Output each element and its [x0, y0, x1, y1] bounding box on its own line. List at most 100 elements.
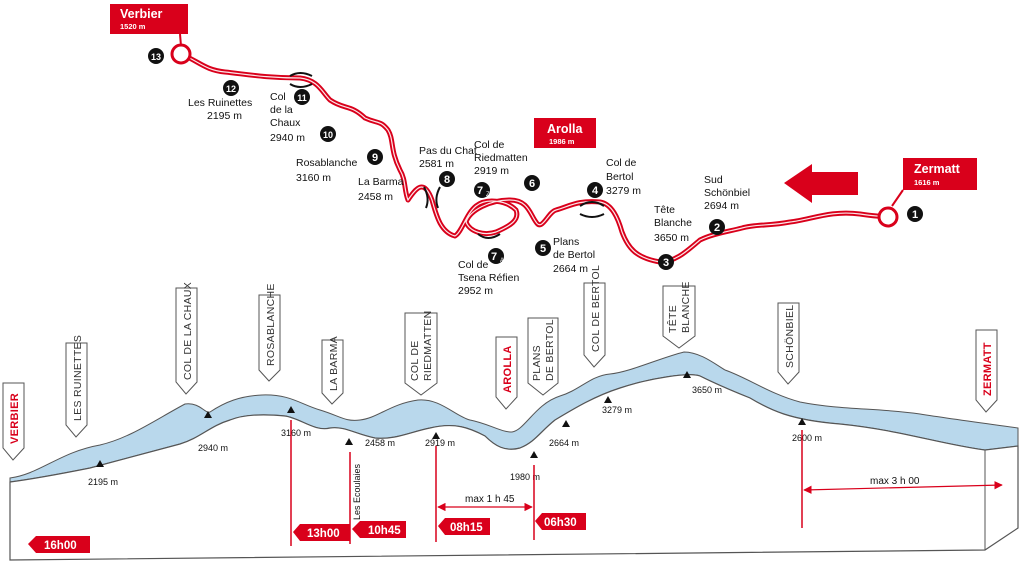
summit-marker-icon [798, 418, 806, 425]
town-alt-zermatt: 1616 m [914, 178, 940, 187]
stage-marker-10: 10 [320, 126, 336, 142]
duration-1: max 1 h 45 [437, 494, 533, 512]
stage-marker-6: 6 [524, 175, 540, 191]
svg-text:DE BERTOL: DE BERTOL [544, 319, 556, 381]
svg-text:3279 m: 3279 m [606, 185, 641, 197]
svg-text:2195 m: 2195 m [88, 477, 118, 487]
stage-marker-1: 1 [907, 206, 923, 222]
svg-text:7: 7 [491, 251, 497, 263]
svg-text:A: A [500, 258, 504, 264]
svg-text:2919 m: 2919 m [474, 165, 509, 177]
town-name-arolla: Arolla [547, 122, 583, 136]
svg-text:3160 m: 3160 m [281, 428, 311, 438]
svg-text:COL DE LA CHAUX: COL DE LA CHAUX [182, 282, 194, 380]
svg-text:Blanche: Blanche [654, 217, 692, 229]
profile-summits: 2195 m 2940 m 3160 m 2458 m 2919 m 1980 … [88, 371, 822, 487]
label-rosablanche: Rosablanche [296, 157, 357, 169]
svg-text:2: 2 [714, 222, 720, 234]
svg-text:3: 3 [663, 257, 669, 269]
label-tete: Tête [654, 204, 675, 216]
time-flag-08h15: 08h15 [438, 518, 490, 535]
svg-text:TÊTE: TÊTE [666, 305, 679, 333]
label-bertol: Col de [606, 157, 637, 169]
svg-text:2664 m: 2664 m [549, 438, 579, 448]
time-flag-16h00: 16h00 [28, 536, 90, 553]
svg-text:2952 m: 2952 m [458, 285, 493, 297]
svg-text:6: 6 [529, 178, 535, 190]
svg-text:06h30: 06h30 [544, 517, 577, 529]
label-tsena: Col de [458, 259, 489, 271]
svg-text:SCHÖNBIEL: SCHÖNBIEL [784, 305, 796, 368]
time-flag-06h30: 06h30 [535, 513, 586, 530]
svg-text:Bertol: Bertol [606, 171, 633, 183]
label-ruinettes: Les Ruinettes [188, 97, 252, 109]
zermatt-endpoint [877, 206, 899, 228]
signpost-barma: LA BARMA [321, 336, 344, 405]
svg-text:3650 m: 3650 m [654, 232, 689, 244]
svg-text:3160 m: 3160 m [296, 172, 331, 184]
time-flag-13h00: 13h00 [293, 524, 350, 541]
signpost-tete: TÊTE BLANCHE [662, 281, 696, 349]
svg-text:ZERMATT: ZERMATT [982, 342, 994, 396]
summit-marker-icon [530, 451, 538, 458]
time-flag-10h45: 10h45 [352, 521, 406, 538]
svg-text:16h00: 16h00 [44, 540, 77, 552]
elevation-profile: 2195 m 2940 m 3160 m 2458 m 2919 m 1980 … [2, 265, 1019, 561]
svg-text:RIEDMATTEN: RIEDMATTEN [422, 311, 434, 381]
stage-marker-5: 5 [535, 240, 551, 256]
svg-text:PLANS: PLANS [531, 345, 543, 381]
svg-text:2581 m: 2581 m [419, 158, 454, 170]
svg-text:ROSABLANCHE: ROSABLANCHE [265, 283, 277, 366]
svg-text:max 1 h 45: max 1 h 45 [465, 494, 515, 505]
summit-marker-icon [683, 371, 691, 378]
svg-text:7: 7 [477, 185, 483, 197]
summit-marker-icon [287, 406, 295, 413]
svg-text:1: 1 [912, 209, 918, 221]
label-pas-chat: Pas du Chat [419, 145, 477, 157]
svg-text:13h00: 13h00 [307, 528, 340, 540]
svg-text:13: 13 [151, 52, 161, 62]
summit-marker-icon [204, 411, 212, 418]
svg-text:VERBIER: VERBIER [9, 393, 21, 444]
svg-text:Schönbiel: Schönbiel [704, 187, 750, 199]
signpost-zermatt: ZERMATT [975, 329, 998, 413]
route-map: Verbier 1520 m Arolla 1986 m Zermatt 161… [110, 4, 977, 297]
svg-text:COL DE BERTOL: COL DE BERTOL [590, 265, 602, 352]
label-riedmatten: Col de [474, 139, 505, 151]
svg-text:10: 10 [323, 130, 333, 140]
signpost-rosablanche: ROSABLANCHE [258, 283, 281, 382]
signpost-ruinettes: LES RUINETTES [65, 335, 88, 438]
signpost-schonbiel: SCHÖNBIEL [777, 302, 800, 385]
svg-text:LES RUINETTES: LES RUINETTES [72, 335, 84, 421]
svg-text:2195 m: 2195 m [207, 110, 242, 122]
stage-marker-12: 12 [223, 80, 239, 96]
svg-text:LA BARMA: LA BARMA [328, 336, 340, 391]
map-place-labels: Les Ruinettes 2195 m Col de la Chaux 294… [188, 91, 750, 297]
svg-text:2919 m: 2919 m [425, 438, 455, 448]
town-label-verbier: Verbier 1520 m [110, 4, 188, 47]
town-name-verbier: Verbier [120, 7, 163, 21]
svg-text:10h45: 10h45 [368, 525, 401, 537]
label-barma: La Barma [358, 176, 404, 188]
svg-text:AROLLA: AROLLA [502, 345, 514, 393]
stage-marker-4: 4 [587, 182, 603, 198]
svg-text:3650 m: 3650 m [692, 385, 722, 395]
signpost-col-chaux: COL DE LA CHAUX [175, 282, 198, 395]
svg-text:2940 m: 2940 m [270, 132, 305, 144]
town-alt-verbier: 1520 m [120, 22, 146, 31]
signpost-bertol: COL DE BERTOL [583, 265, 606, 368]
summit-marker-icon [345, 438, 353, 445]
svg-text:8: 8 [444, 174, 450, 186]
svg-text:1980 m: 1980 m [510, 472, 540, 482]
svg-text:Tsena Réfien: Tsena Réfien [458, 272, 519, 284]
direction-arrow-icon [784, 164, 858, 203]
town-label-zermatt: Zermatt 1616 m [891, 158, 977, 207]
stage-marker-3: 3 [658, 254, 674, 270]
svg-text:Chaux: Chaux [270, 117, 301, 129]
svg-text:2600 m: 2600 m [792, 433, 822, 443]
svg-text:2694 m: 2694 m [704, 200, 739, 212]
